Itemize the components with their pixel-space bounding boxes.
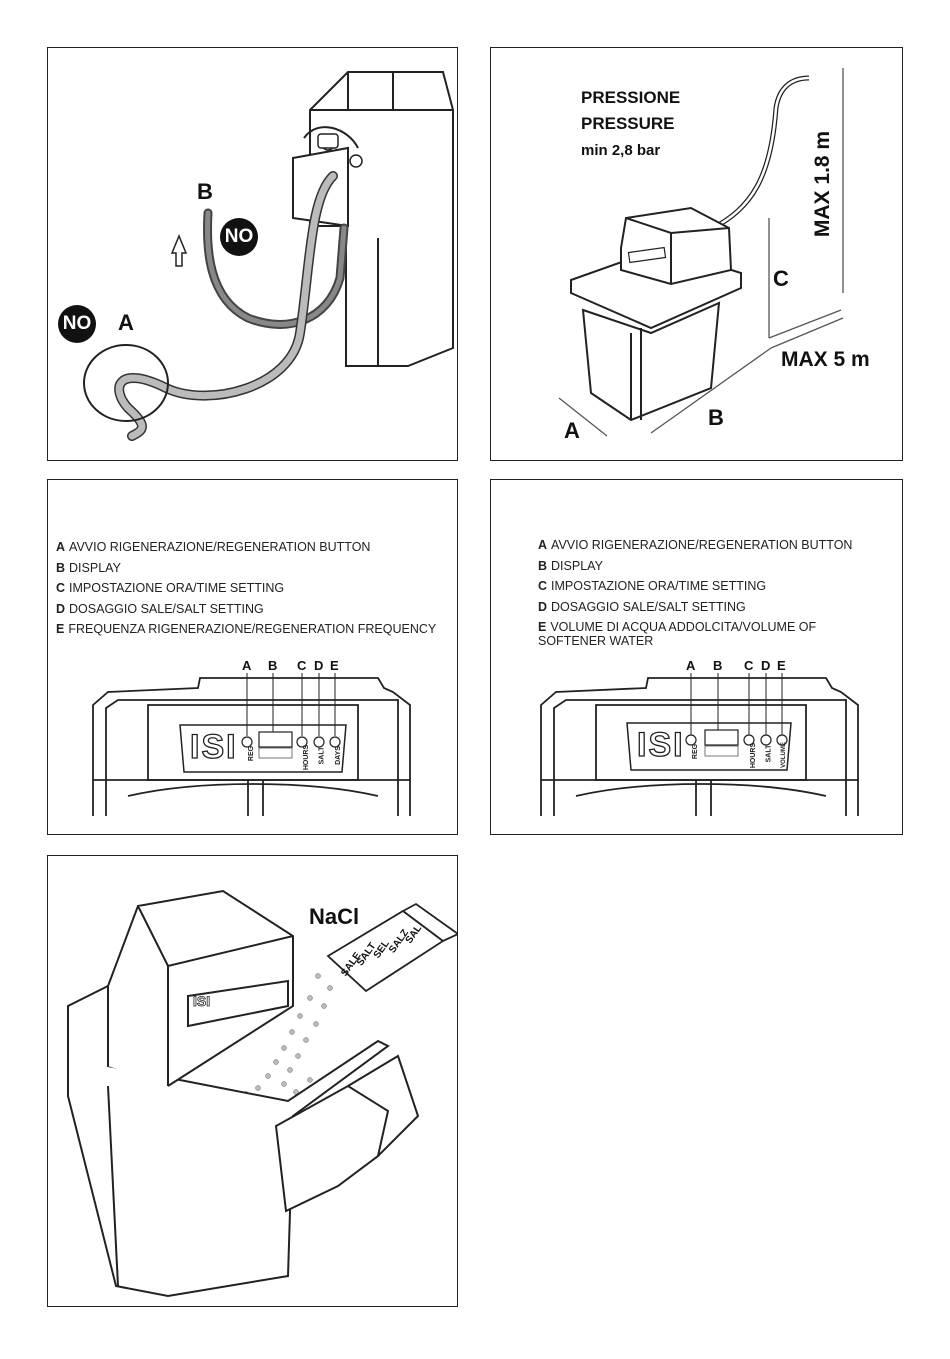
volume-button-label: VOLUME [780, 742, 787, 768]
hours-button-label: HOURS [303, 744, 311, 771]
hose-label-b: B [197, 179, 213, 204]
dimension-label-a: A [564, 418, 580, 443]
callout-e: E [777, 658, 786, 673]
dimension-label-b: B [708, 405, 724, 430]
pressure-min-value: min 2,8 bar [581, 142, 661, 159]
hours-button-label: HOURS [750, 742, 758, 769]
days-button-label: DAYS [334, 746, 342, 765]
panel-salt-filling: NaCl SALE SALT SEL SALZ SAL ISI [47, 855, 458, 1307]
panel-pressure-requirements: PRESSIONE PRESSURE min 2,8 bar MAX 1.8 m… [490, 47, 903, 461]
callout-d: D [314, 658, 324, 673]
softener-hose-illustration [83, 71, 454, 441]
nacl-label: NaCl [309, 904, 360, 929]
callout-c: C [744, 658, 754, 673]
reg-button-label: REG [692, 743, 700, 760]
reg-button-label: REG [248, 745, 256, 762]
salt-filling-illustration [67, 889, 457, 1298]
salt-button-label: SALT [318, 746, 326, 765]
callout-d: D [761, 658, 771, 673]
max-height-label: MAX 1.8 m [811, 130, 834, 238]
softener-dimension-illustration [558, 68, 844, 437]
salt-grains [243, 973, 333, 1097]
brand-logo: ISI [193, 993, 211, 1010]
callout-e: E [330, 658, 339, 673]
callout-a: A [686, 658, 696, 673]
no-badge-a: NO [58, 305, 96, 343]
control-panel-illustration-volume [540, 673, 859, 816]
no-badge-b: NO [220, 218, 258, 256]
brand-logo: ISI [636, 725, 685, 764]
panel-hose-installation: B A NO NO [47, 47, 458, 461]
pressure-title-en: PRESSURE [581, 114, 675, 133]
callout-a: A [242, 658, 252, 673]
pressure-title-it: PRESSIONE [581, 88, 681, 107]
hose-label-a: A [118, 310, 134, 335]
control-panel-illustration [92, 673, 411, 816]
brand-logo: ISI [189, 727, 238, 766]
callout-c: C [297, 658, 307, 673]
callout-b: B [268, 658, 278, 673]
max-length-label: MAX 5 m [781, 348, 870, 371]
dimension-label-c: C [773, 266, 789, 291]
salt-button-label: SALT [765, 744, 773, 763]
callout-b: B [713, 658, 723, 673]
